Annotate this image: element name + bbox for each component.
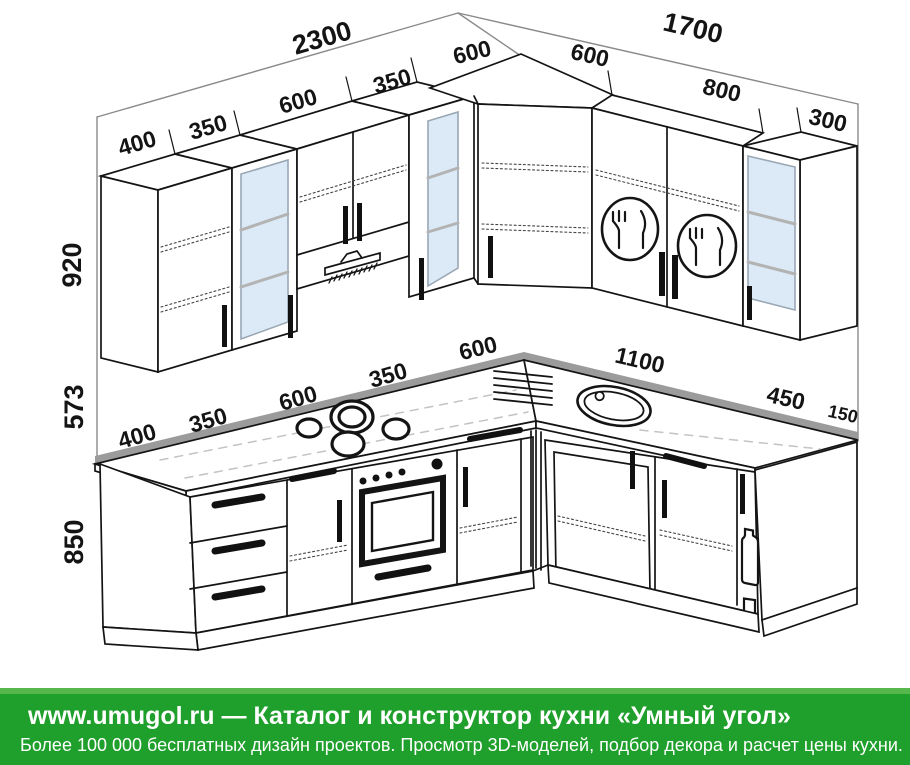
base-cabinet-350-2 (459, 427, 523, 534)
handle (659, 252, 665, 296)
upper-cabinet-corner-600 (427, 53, 615, 289)
handle (419, 258, 424, 300)
cutlery-plate-icon (600, 196, 660, 262)
handle (343, 206, 348, 244)
oven-icon (359, 458, 446, 581)
base-cabinet-450 (659, 453, 733, 552)
handle (662, 480, 667, 518)
dim-upper-5: 600 (568, 38, 611, 72)
glass-panel (747, 154, 796, 312)
dim-base-5: 1100 (613, 342, 667, 379)
base-cabinets-left-run (99, 427, 542, 652)
dim-base-6: 450 (764, 381, 807, 415)
upper-cabinet-300-glass (742, 131, 858, 342)
handle (488, 236, 493, 278)
upper-cabinet-600-hood (296, 113, 410, 291)
upper-cabinets-left-run (97, 57, 478, 374)
dim-upper-0: 400 (115, 125, 159, 161)
footer-site-title: www.umugol.ru — Каталог и конструктор ку… (28, 702, 791, 730)
upper-cabinets-right-run (589, 70, 858, 342)
dim-height-850: 850 (59, 519, 89, 564)
base-cabinets-right-run (532, 439, 858, 638)
dim-base-7: 150 (826, 401, 860, 427)
base-cabinet-350 (289, 468, 349, 562)
handle (747, 286, 752, 320)
handle (222, 305, 227, 347)
kitchen-drawing: 2300 1700 400 350 600 350 600 600 800 30… (57, 7, 860, 652)
glass-panel (427, 110, 459, 288)
handle (672, 255, 678, 299)
glass-panel (240, 158, 289, 341)
dim-upper-6: 800 (700, 73, 743, 107)
base-drawer-unit-400 (189, 493, 288, 601)
handle (740, 474, 745, 514)
handle (463, 467, 468, 507)
plinth-left (102, 569, 535, 652)
bottle-icon (740, 527, 760, 619)
plinth-right (547, 563, 858, 638)
backsplash-stripe (95, 352, 858, 464)
dim-height-573: 573 (59, 384, 89, 429)
dim-height-920: 920 (57, 242, 87, 287)
handle (630, 451, 635, 489)
upper-cabinet-400 (157, 166, 233, 374)
handle (337, 500, 342, 542)
countertop (91, 358, 859, 500)
handle (357, 203, 362, 241)
hood-icon (324, 250, 381, 284)
dim-wall-left: 2300 (289, 15, 355, 60)
upper-cabinet-350-glass (231, 147, 298, 352)
base-corner-pilaster (530, 429, 542, 571)
drainboard-lines (493, 370, 553, 406)
handle (288, 295, 293, 338)
footer-subtitle: Более 100 000 бесплатных дизайн проектов… (20, 735, 903, 755)
cooktop-icon (295, 399, 411, 458)
sink-icon (576, 384, 652, 428)
upper-cabinet-350-glass-2 (408, 94, 475, 300)
upper-cabinet-800 (591, 106, 744, 328)
dim-upper-7: 300 (806, 103, 849, 137)
faucet-icon (594, 390, 605, 402)
footer: www.umugol.ru — Каталог и конструктор ку… (0, 688, 910, 765)
dim-wall-right: 1700 (660, 7, 725, 50)
cutlery-plate-icon (676, 213, 738, 279)
dim-upper-4: 600 (450, 35, 494, 70)
walls (96, 12, 859, 463)
